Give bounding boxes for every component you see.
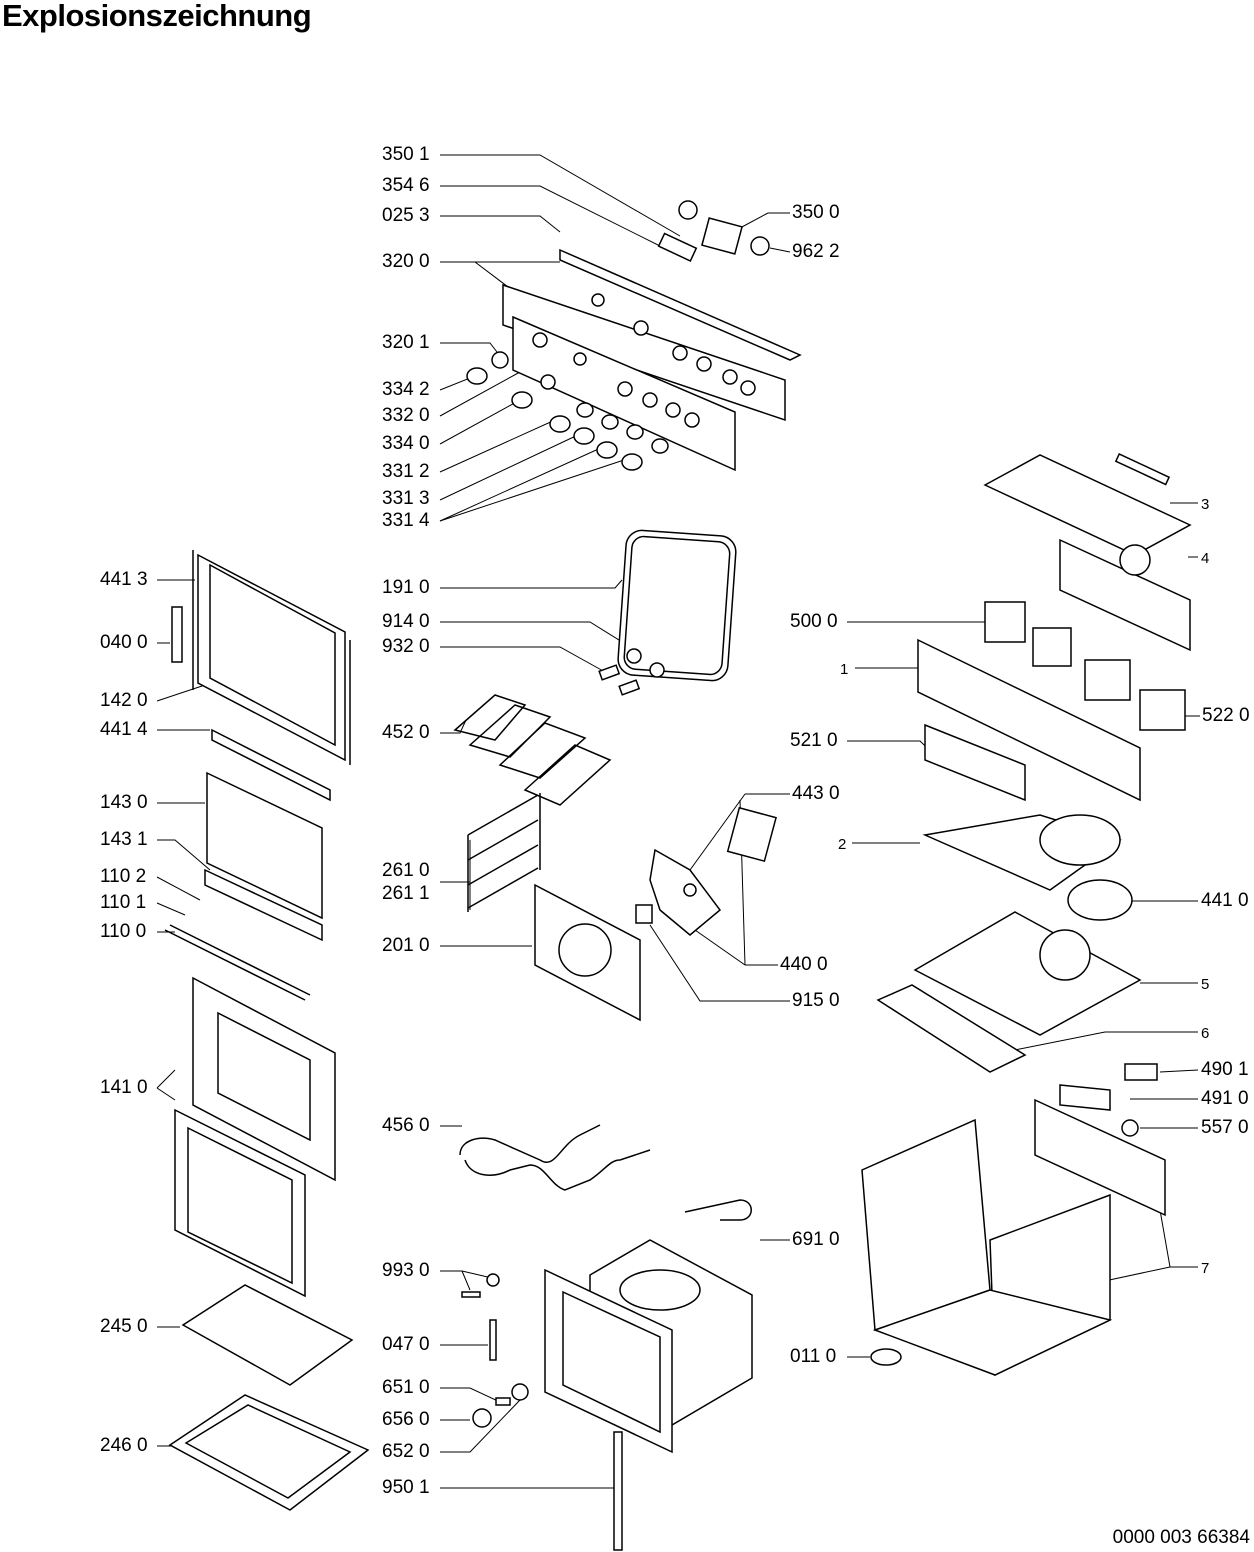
label-245-0: 245 0 xyxy=(100,1316,148,1337)
label-441-0: 441 0 xyxy=(1201,890,1249,911)
outer-casing-part xyxy=(861,1098,1166,1377)
switch-part xyxy=(1124,1063,1158,1081)
label-4: 4 xyxy=(1201,550,1210,567)
label-191-0: 191 0 xyxy=(382,577,430,598)
parts xyxy=(164,200,1192,1551)
label-350-0: 350 0 xyxy=(792,202,840,223)
label-040-0: 040 0 xyxy=(100,632,148,653)
fan-motor-part xyxy=(635,806,777,936)
label-440-0: 440 0 xyxy=(780,954,828,975)
label-110-2: 110 2 xyxy=(100,866,147,887)
label-110-1: 110 1 xyxy=(100,892,147,913)
door-gasket-part xyxy=(617,529,737,682)
label-320-1: 320 1 xyxy=(382,332,430,353)
label-656-0: 656 0 xyxy=(382,1409,430,1430)
oven-door-part xyxy=(164,550,351,1298)
label-320-0: 320 0 xyxy=(382,251,430,272)
hinge-part xyxy=(489,1319,497,1361)
oven-cavity-part xyxy=(544,1239,753,1454)
trays-part xyxy=(168,1284,370,1511)
label-500-0: 500 0 xyxy=(790,611,838,632)
label-456-0: 456 0 xyxy=(382,1115,430,1136)
label-932-0: 932 0 xyxy=(382,636,430,657)
electronics-part xyxy=(917,601,1186,802)
leader-lines xyxy=(156,154,1200,1489)
top-cover-part xyxy=(983,452,1192,652)
label-261-0: 261 0 xyxy=(382,860,430,881)
label-557-0: 557 0 xyxy=(1201,1117,1249,1138)
label-011-0: 011 0 xyxy=(790,1346,837,1367)
page-title: Explosionszeichnung xyxy=(2,0,312,33)
label-651-0: 651 0 xyxy=(382,1377,430,1398)
fan-housing-part xyxy=(922,814,1133,921)
label-993-0: 993 0 xyxy=(382,1260,430,1281)
side-rack-part xyxy=(467,793,541,912)
label-354-6: 354 6 xyxy=(382,175,430,196)
bottom-plates-part xyxy=(876,911,1142,1073)
label-025-3: 025 3 xyxy=(382,205,430,226)
document-number: 0000 003 66384 xyxy=(1112,1527,1250,1548)
label-142-0: 142 0 xyxy=(100,690,148,711)
knobs-part xyxy=(466,351,669,471)
label-691-0: 691 0 xyxy=(792,1229,840,1250)
label-441-3: 441 3 xyxy=(100,569,148,590)
label-261-1: 261 1 xyxy=(382,883,430,904)
label-6: 6 xyxy=(1201,1025,1210,1042)
label-3: 3 xyxy=(1201,496,1210,513)
label-334-2: 334 2 xyxy=(382,379,430,400)
label-914-0: 914 0 xyxy=(382,611,430,632)
label-143-1: 143 1 xyxy=(100,829,148,850)
label-1: 1 xyxy=(840,661,849,678)
grill-element-part xyxy=(453,694,612,806)
label-332-0: 332 0 xyxy=(382,405,430,426)
label-334-0: 334 0 xyxy=(382,433,430,454)
label-950-1: 950 1 xyxy=(382,1477,430,1498)
label-522-0: 522 0 xyxy=(1202,705,1250,726)
label-2: 2 xyxy=(838,836,847,853)
label-521-0: 521 0 xyxy=(790,730,838,751)
foot-part xyxy=(870,1348,902,1366)
label-141-0: 141 0 xyxy=(100,1077,148,1098)
clock-module-part xyxy=(657,200,770,262)
label-201-0: 201 0 xyxy=(382,935,430,956)
label-331-3: 331 3 xyxy=(382,488,430,509)
label-350-1: 350 1 xyxy=(382,144,430,165)
label-7: 7 xyxy=(1201,1260,1210,1277)
label-490-1: 490 1 xyxy=(1201,1059,1249,1080)
heating-element-part xyxy=(459,1124,651,1191)
label-491-0: 491 0 xyxy=(1201,1088,1249,1109)
label-331-2: 331 2 xyxy=(382,461,430,482)
control-panel-part xyxy=(502,248,802,472)
seal-strip-part xyxy=(613,1431,623,1551)
label-441-4: 441 4 xyxy=(100,719,148,740)
label-143-0: 143 0 xyxy=(100,792,148,813)
label-246-0: 246 0 xyxy=(100,1435,148,1456)
label-443-0: 443 0 xyxy=(792,783,840,804)
label-452-0: 452 0 xyxy=(382,722,430,743)
label-331-4: 331 4 xyxy=(382,510,430,531)
fan-cover-part xyxy=(534,883,641,1022)
label-652-0: 652 0 xyxy=(382,1441,430,1462)
label-5: 5 xyxy=(1201,976,1210,993)
label-110-0: 110 0 xyxy=(100,921,147,942)
label-915-0: 915 0 xyxy=(792,990,840,1011)
label-962-2: 962 2 xyxy=(792,241,840,262)
label-047-0: 047 0 xyxy=(382,1334,430,1355)
